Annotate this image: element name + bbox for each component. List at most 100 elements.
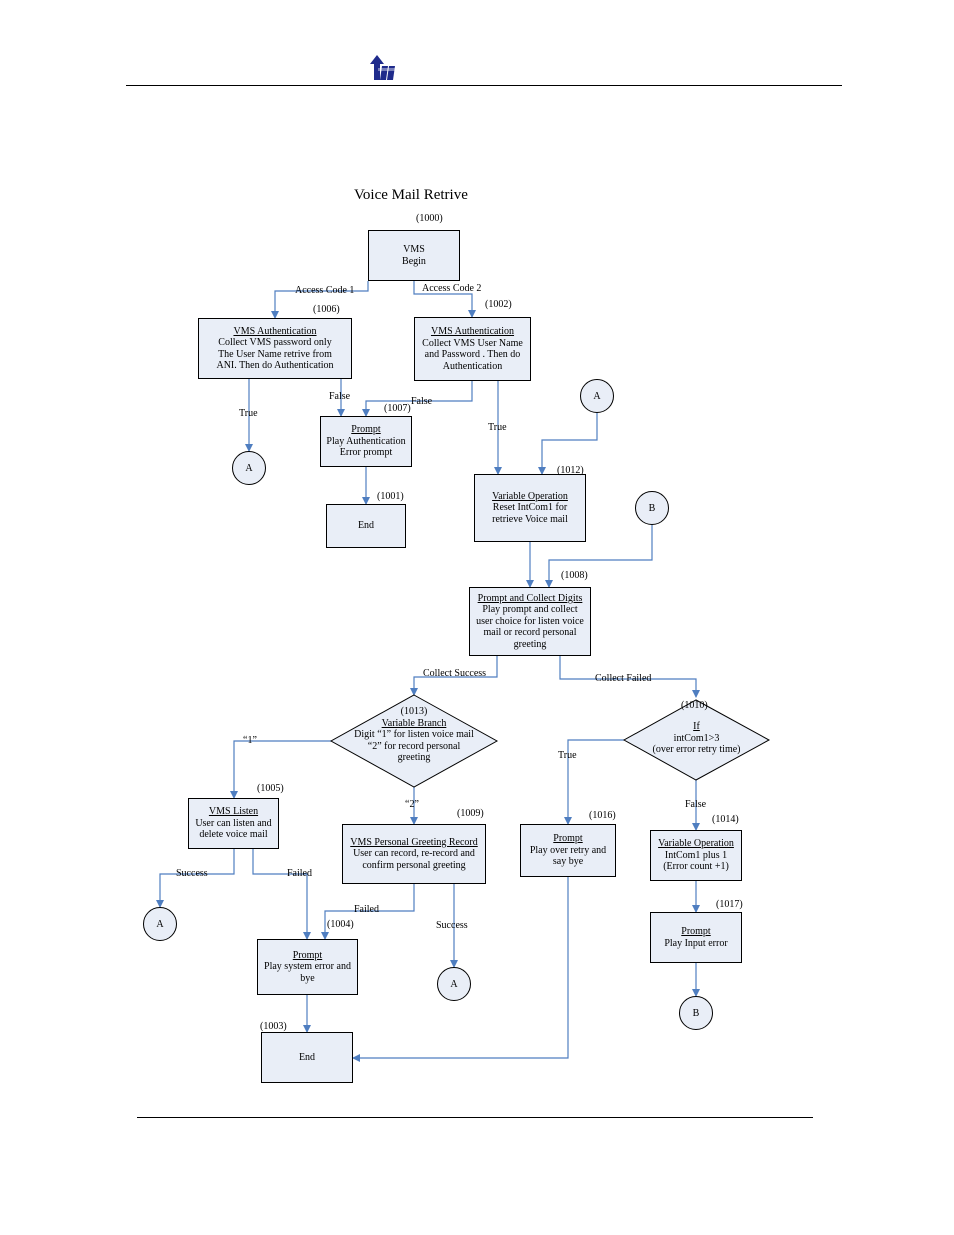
edge-label-access-code-2: Access Code 2 [422,283,482,294]
box-1008-prompt-and-collect-digits: Prompt and Collect Digits Play prompt an… [469,587,591,656]
edge-1000-1002 [413,281,476,318]
node-number-1004: (1004) [327,919,354,930]
box-title: Prompt [681,926,711,937]
decision-title: If [693,721,700,732]
box-1007-prompt: Prompt Play Authentication Error prompt [320,416,412,467]
box-line: Play Authentication [326,435,406,447]
box-title: VMS Personal Greeting Record [350,836,478,848]
box-title: VMS Listen [208,806,259,818]
box-1001-end: End [326,504,406,548]
box-line: End [357,520,375,532]
edge-label-false: False [685,799,707,810]
edge-label-false: False [329,391,351,402]
edge-label-false: False [411,396,433,407]
edge-label-failed: Failed [287,868,312,879]
box-line: Authentication [442,360,503,372]
decision-line: Digit “1” for listen voice mail [354,729,474,740]
edge-B-1008 [545,525,653,588]
decision-1010-text: If intCom1>3 (over error retry time) [624,721,769,756]
connector-a-2: A [232,451,266,485]
box-line: User can record, re-record and [353,848,475,860]
box-line: say bye [552,856,584,868]
edge-1016-1003 [352,877,569,1062]
node-number-1010: (1010) [681,700,708,711]
box-line: Begin [402,255,426,267]
edge-1009-1004 [321,884,415,940]
box-line: bye [300,972,315,984]
decision-line: intCom1>3 [673,732,720,744]
box-line: Play system error and [264,961,351,973]
box-line: Collect VMS password only [218,337,332,348]
box-line: Reset IntCom1 for [492,502,568,514]
edge-A-1012 [538,413,598,475]
node-number-1017: (1017) [716,899,743,910]
box-line: Play Input error [664,937,728,949]
decision-line: (over error retry time) [652,744,741,755]
edge-1000-1006 [271,281,369,319]
box-line: Play over retry and [529,844,607,856]
box-1009-vms-personal-greeting-record: VMS Personal Greeting Record User can re… [342,824,486,884]
edge-1005-1004 [252,849,311,940]
footer-rule [137,1117,813,1118]
node-number-1008: (1008) [561,570,588,581]
box-line: retrieve Voice mail [492,513,568,525]
node-number-1016: (1016) [589,810,616,821]
edge-label-true: True [488,422,507,433]
connector-a-1: A [580,379,614,413]
box-line: delete voice mail [199,829,268,841]
node-number-1014: (1014) [712,814,739,825]
edge-label-collect-success: Collect Success [423,668,487,679]
box-title: VMS Authentication [430,326,515,337]
edge-1005-A [156,849,235,908]
box-line: IntCom1 plus 1 [664,849,728,861]
box-line: greeting [513,638,547,650]
decision-1010-diamond [622,699,771,781]
edge-label-digit-2: “2” [405,799,419,810]
node-number-1007: (1007) [384,403,411,414]
box-1002-vms-authentication: VMS Authentication Collect VMS User Name… [414,317,531,381]
decision-1013-diamond [329,694,499,788]
edge-label-failed: Failed [354,904,379,915]
box-title: Prompt and Collect Digits [477,592,583,604]
box-line: End [298,1051,316,1063]
edge-1013-1005 [230,740,331,799]
box-1000-vms-begin: VMS Begin [368,230,460,281]
edge-label-true: True [239,408,258,419]
box-1014-variable-operation: Variable Operation IntCom1 plus 1 (Error… [650,830,742,881]
edge-1010-1016 [564,739,624,825]
edge-label-digit-1: “1” [243,735,257,746]
node-number-1001: (1001) [377,491,404,502]
box-line: Error prompt [339,447,393,459]
decision-title: Variable Branch [381,717,447,729]
box-title: Variable Operation [492,490,568,502]
node-number-1006: (1006) [313,304,340,315]
box-title: Prompt [292,949,323,961]
decision-line: greeting [397,752,431,763]
diagram-title: Voice Mail Retrive [354,187,468,203]
decision-line: “2” for record personal [367,740,461,752]
box-title: Prompt [351,424,381,436]
edge-1008-1010 [559,656,700,698]
connector-b-2: B [679,996,713,1030]
node-number-1000: (1000) [416,213,443,224]
edge-label-success: Success [176,868,208,879]
box-1005-vms-listen: VMS Listen User can listen and delete vo… [188,798,279,849]
edge-1008-1013 [410,656,498,696]
box-1003-end: End [261,1032,353,1083]
box-1016-prompt: Prompt Play over retry and say bye [520,824,616,877]
edge-1002-1007 [362,381,473,417]
header-rule [126,85,842,86]
connector-a-3: A [143,907,177,941]
edge-label-true: True [558,750,577,761]
node-number-1003: (1003) [260,1021,287,1032]
box-line: VMS [403,244,425,255]
node-number-1005: (1005) [257,783,284,794]
box-line: Play prompt and collect [482,604,578,616]
edge-label-collect-failed: Collect Failed [595,673,652,684]
box-title: VMS Authentication [233,325,317,337]
box-line: ANI. Then do Authentication [216,360,334,371]
decision-1013-text: (1013) Variable Branch Digit “1” for lis… [331,706,497,764]
box-title: Variable Operation [658,838,734,850]
company-logo [370,55,396,80]
